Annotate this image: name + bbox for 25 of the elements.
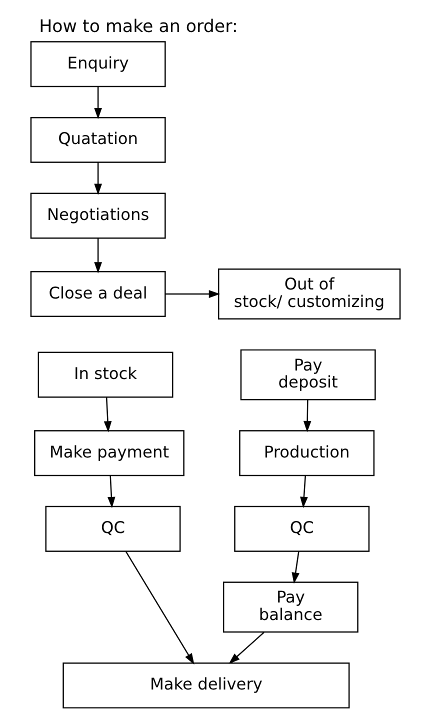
arrow — [94, 86, 102, 120]
node-box: Make payment — [34, 430, 184, 476]
arrow — [108, 476, 116, 508]
arrow — [303, 400, 312, 432]
node-box: In stock — [38, 352, 174, 398]
arrow — [165, 290, 220, 298]
arrow — [94, 238, 102, 274]
node-box: Out of stock/ customizing — [218, 268, 401, 320]
node-box: Pay deposit — [240, 349, 376, 400]
node-box: Quatation — [30, 116, 166, 163]
arrow — [125, 551, 194, 665]
node-box: Pay balance — [222, 582, 358, 633]
arrow — [94, 162, 102, 195]
diagram-title: How to make an order: — [39, 17, 238, 38]
node-box: Make delivery — [62, 662, 350, 708]
node-box: Production — [239, 430, 375, 476]
arrow — [104, 398, 112, 432]
node-box: Enquiry — [30, 41, 166, 88]
node-box: Negotiations — [30, 192, 166, 239]
arrow — [292, 552, 300, 584]
node-box: QC — [45, 506, 181, 552]
arrow — [300, 475, 308, 508]
node-box: QC — [234, 506, 370, 552]
node-box: Close a deal — [30, 271, 166, 317]
arrow — [228, 632, 264, 664]
